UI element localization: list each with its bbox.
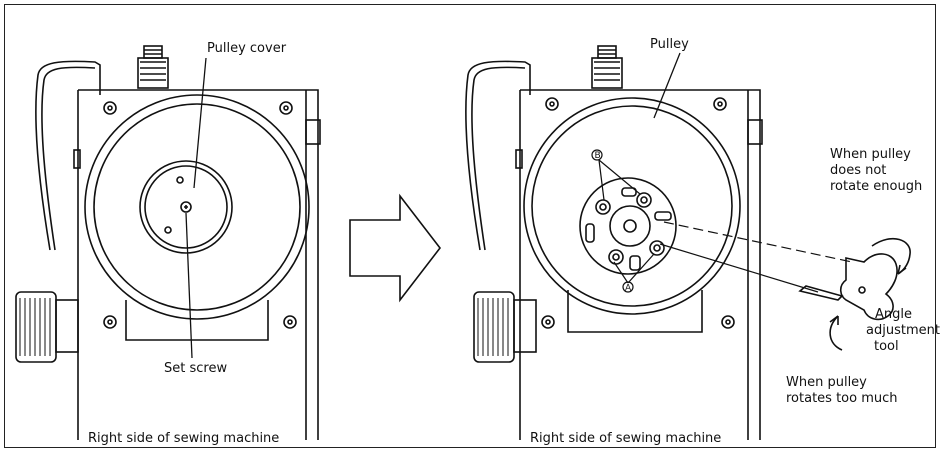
not-enough-label-2: does not [830, 163, 886, 178]
not-enough-label-1: When pulley [830, 147, 911, 162]
direction-arrow [349, 193, 442, 303]
too-much-label-2: rotates too much [786, 391, 898, 406]
b-marker-label: B [595, 151, 601, 161]
not-enough-label-3: rotate enough [830, 179, 922, 194]
left-machine [15, 45, 321, 440]
too-much-label-1: When pulley [786, 375, 867, 390]
tool-label-1: Angle [875, 307, 912, 322]
diagram-frame [4, 4, 936, 448]
set-screw-label: Set screw [164, 361, 227, 376]
right-caption: Right side of sewing machine [530, 431, 721, 446]
tool-label-2: adjustment [866, 323, 940, 338]
pulley-label: Pulley [650, 37, 689, 52]
tool-label-3: tool [874, 339, 899, 354]
right-machine [465, 45, 911, 440]
pulley-cover-label: Pulley cover [207, 41, 287, 56]
left-caption: Right side of sewing machine [88, 431, 279, 446]
a-marker-label: A [625, 284, 632, 294]
